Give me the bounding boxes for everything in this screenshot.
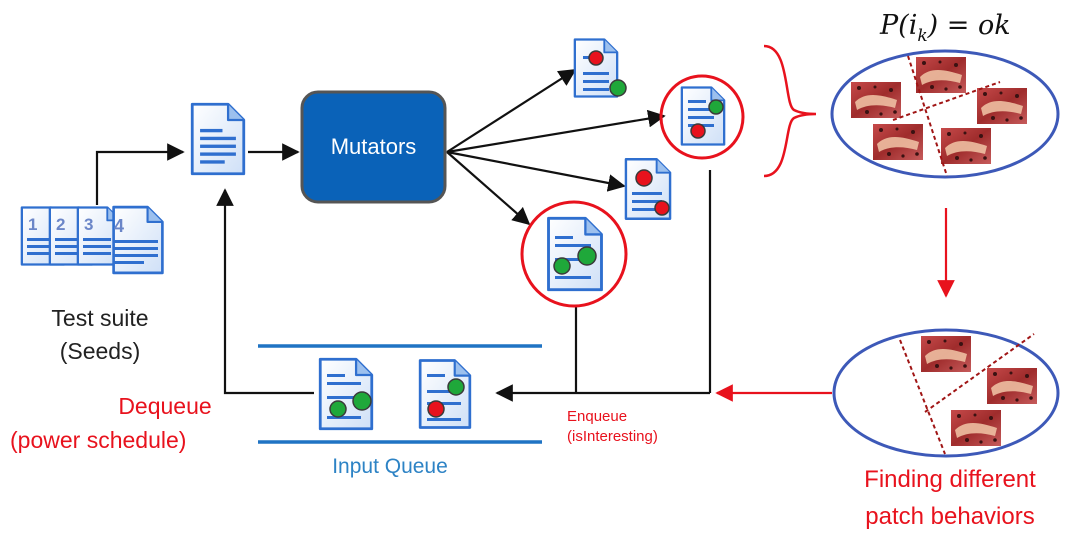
selected-input-document-icon — [192, 104, 244, 173]
enqueue-condition-label: (isInteresting) — [567, 428, 658, 445]
partition-line-upper-1 — [907, 55, 948, 177]
mutated-output-3-document-icon — [624, 157, 672, 221]
red-curly-brace — [763, 44, 817, 178]
finding-label: Finding different — [864, 466, 1036, 493]
partition-line-upper-2 — [892, 81, 1001, 121]
test-suite-sub-label: (Seeds) — [59, 338, 141, 364]
dequeue-arrow — [216, 188, 314, 395]
seed-doc-4: 4 — [111, 205, 165, 275]
mutated-output-2-document-icon — [680, 86, 726, 146]
seed-number-2: 2 — [56, 215, 65, 234]
queued-input-1-document-icon — [318, 357, 374, 431]
seed-number-4: 4 — [114, 216, 124, 236]
mutator-output-arrow-2 — [446, 109, 666, 154]
stacked-documents-icon: 1 2 3 4 — [20, 205, 165, 275]
queued-input-2-document-icon — [418, 359, 472, 429]
mutator-output-arrow-1 — [446, 69, 577, 153]
patch-cluster-lower — [832, 328, 1060, 458]
seed-number-1: 1 — [28, 215, 37, 234]
patch-cluster-upper — [830, 49, 1060, 179]
dequeue-schedule-label: (power schedule) — [10, 427, 187, 453]
mutated-output-4-document-icon — [547, 216, 603, 292]
mutator-output-arrow-3 — [446, 150, 626, 192]
interesting-marker-ring-upper — [659, 74, 745, 160]
partition-line-lower-2 — [924, 333, 1035, 413]
enqueue-label: Enqueue — [567, 408, 628, 425]
seed-to-input-connector — [95, 143, 185, 205]
interesting-marker-ring-lower — [520, 200, 628, 308]
seed-number-3: 3 — [84, 215, 93, 234]
mutators-box — [300, 90, 447, 204]
input-queue-label: Input Queue — [332, 455, 448, 478]
dequeue-label: Dequeue — [118, 393, 212, 419]
mutated-output-1-document-icon — [573, 38, 627, 98]
flow-connectors — [95, 69, 712, 402]
finding-sub-label: patch behaviors — [865, 503, 1035, 530]
mutators-label: Mutators — [330, 134, 417, 159]
patch-image-icon — [851, 57, 1027, 164]
seed-doc-2: 2 — [48, 206, 94, 266]
mutator-output-arrow-4 — [446, 151, 531, 226]
seed-doc-3: 3 — [76, 206, 122, 266]
test-suite-label: Test suite — [51, 305, 149, 331]
seed-doc-1: 1 — [20, 206, 66, 266]
patch-image-icon-lower — [921, 336, 1037, 446]
formula-label: P(ik) = ok — [879, 10, 1011, 46]
